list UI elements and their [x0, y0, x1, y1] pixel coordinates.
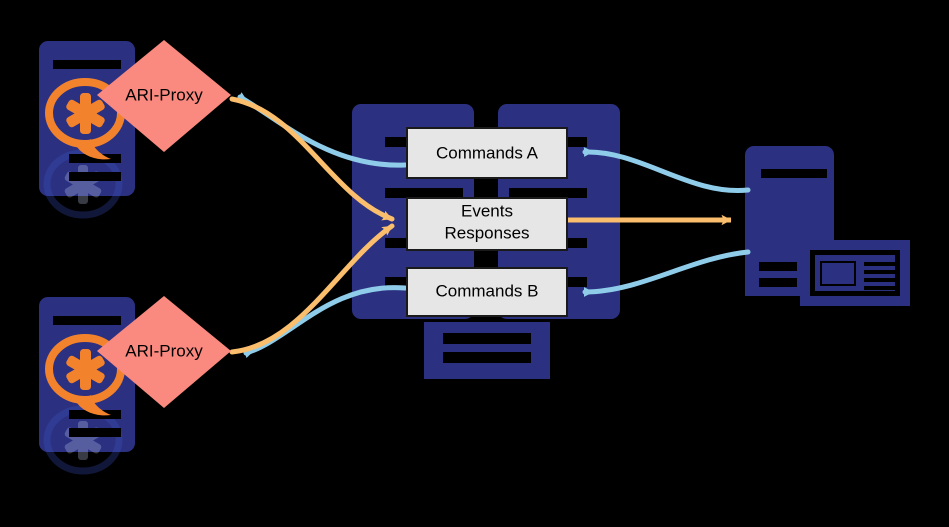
- ari-proxy-bottom-label: ARI-Proxy: [125, 341, 203, 360]
- channel-commands-b[interactable]: Commands B: [406, 267, 568, 317]
- arrow-proxy-bottom-to-events: [229, 223, 395, 355]
- channel-commands-a[interactable]: Commands A: [406, 127, 568, 179]
- app-server: [745, 146, 910, 306]
- channel-events-responses[interactable]: Events Responses: [406, 197, 568, 251]
- arrow-proxy-top-to-events: [229, 96, 395, 222]
- arrow-app-to-commands-a: [582, 147, 751, 194]
- asterisk-server-bottom: [39, 297, 135, 471]
- ari-proxy-bottom[interactable]: ARI-Proxy: [97, 296, 231, 408]
- commands-b-label: Commands B: [436, 281, 539, 300]
- monitor-icon: [800, 240, 910, 306]
- commands-a-label: Commands A: [436, 143, 539, 162]
- arrow-commands-b-to-proxy-bottom: [243, 285, 408, 358]
- responses-label: Responses: [444, 223, 529, 242]
- asterisk-server-icon: [39, 41, 135, 215]
- asterisk-server-top: [39, 41, 135, 215]
- events-label: Events: [461, 201, 513, 220]
- arrow-app-to-commands-b: [582, 249, 751, 297]
- ari-proxy-top-label: ARI-Proxy: [125, 85, 203, 104]
- rack-base: [424, 322, 550, 379]
- ari-proxy-top[interactable]: ARI-Proxy: [97, 40, 231, 152]
- asterisk-server-icon: [39, 297, 135, 471]
